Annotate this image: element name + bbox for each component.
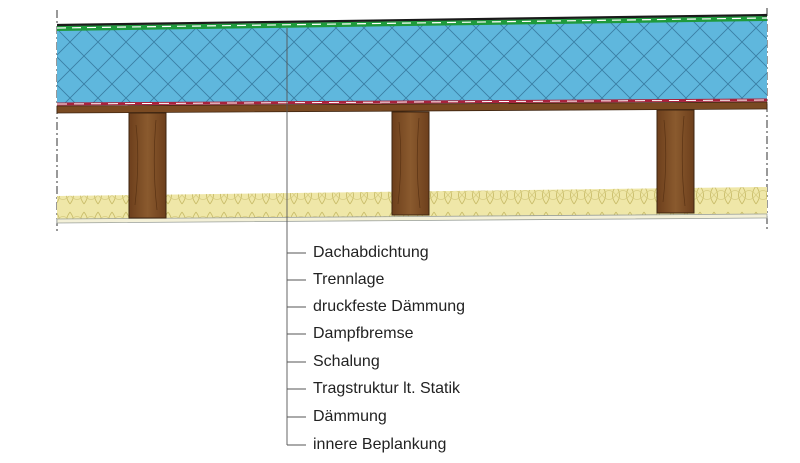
legend-label-druckfeste-daemmung: druckfeste Dämmung (313, 298, 466, 315)
legend-leaders (286, 28, 306, 446)
legend-label-dachabdichtung: Dachabdichtung (313, 244, 429, 261)
boarding-layer (56, 101, 768, 114)
legend-label-innere-beplankung: innere Beplankung (313, 436, 447, 453)
legend-label-trennlage: Trennlage (313, 271, 385, 288)
pressure-resistant-insulation-layer (57, 20, 767, 103)
joist-left (128, 112, 167, 219)
legend-label-daemmung: Dämmung (313, 408, 387, 425)
legend-label-dampfbremse: Dampfbremse (313, 325, 414, 342)
legend-label-tragstruktur: Tragstruktur lt. Statik (313, 380, 460, 397)
joist-middle (391, 111, 430, 216)
roof-membrane-layer (56, 13, 768, 31)
vapor-barrier-layer (56, 98, 768, 106)
joist-right (656, 109, 695, 214)
legend-label-schalung: Schalung (313, 353, 380, 370)
inner-planking-layer (56, 213, 768, 224)
